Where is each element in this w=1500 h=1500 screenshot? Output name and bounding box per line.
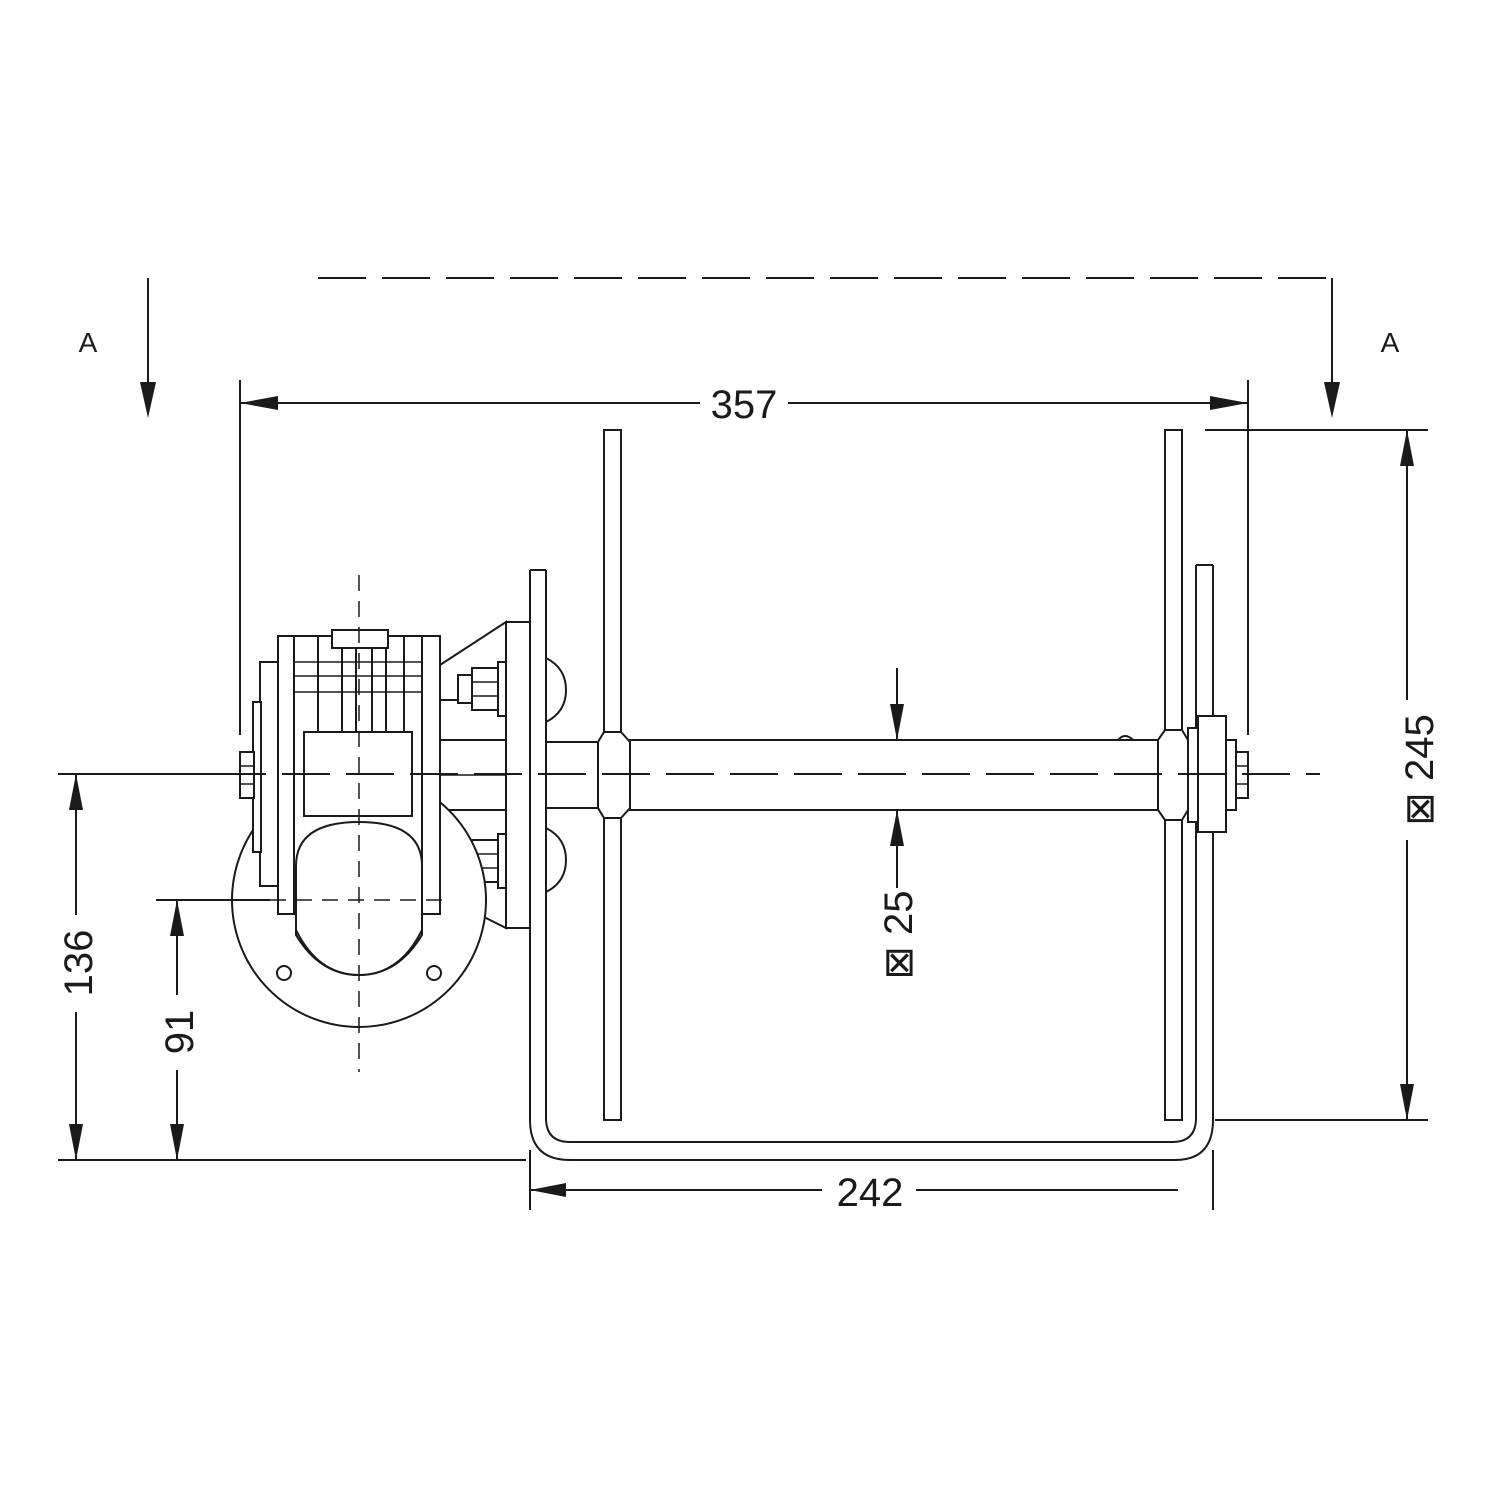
section-label-right: A bbox=[1381, 327, 1400, 358]
dimension-axis-height bbox=[58, 773, 526, 1161]
bolt-upper bbox=[457, 661, 507, 717]
height-label: ⊠ 245 bbox=[1398, 714, 1442, 825]
dimension-overall-width bbox=[239, 380, 1249, 735]
shaft-size-label: ⊠ 25 bbox=[877, 890, 921, 979]
overall-width-label: 357 bbox=[711, 383, 778, 427]
dimension-motor-axis-height bbox=[156, 899, 270, 1160]
section-line-a-a bbox=[140, 277, 1340, 418]
base-bracket bbox=[529, 564, 1214, 1161]
motor-axis-height-label: 91 bbox=[158, 1010, 202, 1055]
dimension-shaft-size bbox=[890, 668, 904, 888]
dimension-height bbox=[1205, 429, 1428, 1121]
frame-width-label: 242 bbox=[837, 1171, 904, 1215]
section-label-left: A bbox=[79, 327, 98, 358]
axis-height-label: 136 bbox=[57, 930, 101, 997]
dimension-frame-width bbox=[529, 1150, 1214, 1210]
